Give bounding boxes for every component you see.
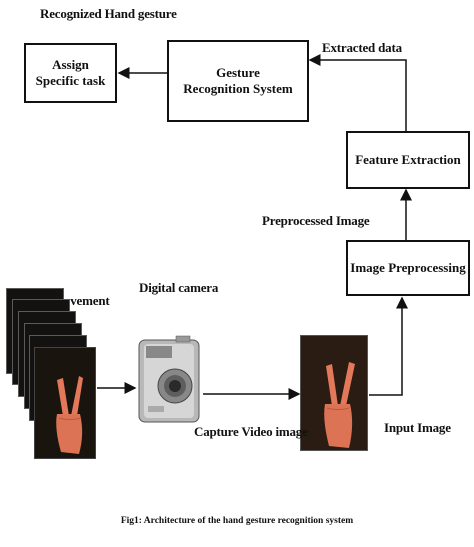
figure-caption: Fig1: Architecture of the hand gesture r… [120, 516, 354, 526]
input-image-label: Input Image [384, 420, 451, 435]
feature-extraction-label: Feature Extraction [355, 152, 461, 167]
gesture-recognition-line1: Gesture [216, 65, 260, 80]
arrow-feature-to-gesture [308, 54, 407, 131]
assign-task-box: Assign Specific task [24, 43, 117, 103]
recognized-gesture-label: Recognized Hand gesture [40, 6, 177, 21]
victory-hand-icon [324, 362, 355, 448]
preprocessed-image-label: Preprocessed Image [262, 213, 370, 228]
image-preprocessing-label: Image Preprocessing [350, 260, 466, 275]
assign-task-line2: Specific task [35, 73, 106, 88]
gesture-recognition-box: Gesture Recognition System [167, 40, 309, 122]
gesture-recognition-line2: Recognition System [183, 81, 293, 96]
hand-gesture-frame [34, 347, 96, 459]
victory-hand-icon [56, 376, 83, 454]
assign-task-line1: Assign [52, 57, 89, 72]
capture-video-image-label: Capture Video image [194, 424, 308, 439]
feature-extraction-box: Feature Extraction [346, 131, 470, 189]
image-preprocessing-box: Image Preprocessing [346, 240, 470, 296]
extracted-data-label: Extracted data [322, 40, 402, 55]
arrow-input-to-preprocessing [369, 296, 408, 396]
input-image-photo [300, 335, 368, 451]
digital-camera-label: Digital camera [139, 280, 219, 295]
digital-camera-icon [136, 330, 202, 426]
